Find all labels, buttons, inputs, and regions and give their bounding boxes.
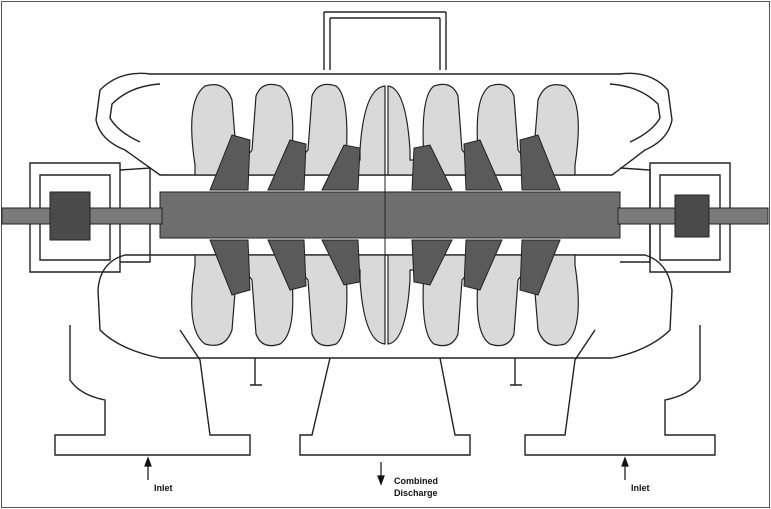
right-coupling — [674, 194, 710, 238]
combined-discharge-label-line1: Combined — [394, 476, 438, 486]
rotor-shaft — [159, 191, 621, 239]
upper-casing-inner — [109, 83, 661, 143]
impeller-lower-3 — [321, 239, 361, 286]
arrow-down-icon — [377, 475, 385, 486]
left-coupling — [49, 191, 91, 241]
left-foot — [250, 358, 262, 386]
impeller-upper-6 — [519, 134, 561, 191]
impeller-lower-4 — [411, 239, 453, 286]
combined-discharge-label-line2: Discharge — [394, 488, 438, 498]
inlet-left-label: Inlet — [154, 483, 173, 493]
upper-casing — [95, 72, 673, 176]
impeller-lower-5 — [463, 239, 503, 291]
right-inlet-nozzle — [524, 325, 716, 456]
lower-casing — [97, 254, 673, 359]
left-inlet-nozzle — [54, 325, 251, 456]
impeller-upper-5 — [463, 139, 503, 191]
impeller-upper-4 — [411, 144, 453, 191]
center-discharge-nozzle — [299, 357, 471, 456]
impeller-lower-2 — [267, 239, 307, 291]
top-nozzle — [323, 11, 447, 70]
impeller-upper-1 — [209, 134, 251, 191]
arrow-up-icon — [144, 456, 152, 467]
impeller-upper-3 — [321, 144, 361, 191]
impeller-upper-2 — [267, 139, 307, 191]
impeller-lower-6 — [519, 239, 561, 296]
right-foot — [510, 358, 522, 386]
left-bearing-housing — [29, 162, 121, 273]
arrow-up-icon — [621, 456, 629, 467]
inlet-right-label: Inlet — [631, 483, 650, 493]
impeller-lower-1 — [209, 239, 251, 296]
